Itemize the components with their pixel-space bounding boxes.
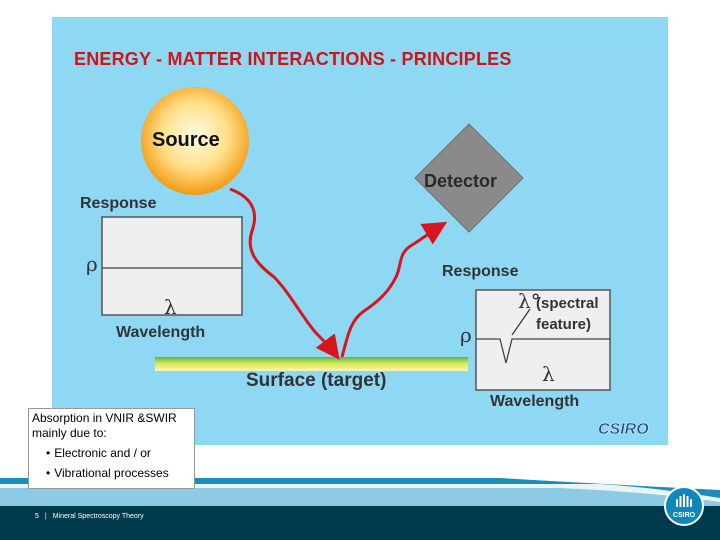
energy-matter-figure: ENERGY - MATTER INTERACTIONS - PRINCIPLE… [52, 17, 668, 445]
reflected-ray [340, 221, 448, 358]
left-rho-symbol: ρ [86, 252, 98, 276]
target-surface [155, 357, 468, 371]
incident-ray [229, 187, 340, 360]
bullet-marker: • [46, 466, 51, 480]
footer-title: Mineral Spectroscopy Theory [52, 513, 144, 520]
right-lambda-symbol: λ [542, 362, 555, 386]
detector-label: Detector [424, 171, 498, 191]
bullet-item: •Electronic and / or [46, 446, 191, 461]
diagram-graphics [101, 87, 611, 391]
absorption-textbox: Absorption in VNIR &SWIR mainly due to: … [28, 408, 195, 489]
right-response-label: Response [442, 263, 519, 280]
right-response-curve [476, 338, 610, 364]
csiro-wordmark: CSIRO [598, 421, 649, 438]
spectral-feature-pointer [511, 308, 531, 336]
left-lambda-symbol: λ [164, 295, 177, 319]
csiro-logo-text: CSIRO [672, 512, 696, 519]
left-response-plot [101, 216, 243, 316]
spectral-feature-label: (spectral feature) [536, 295, 599, 333]
left-response-label: Response [80, 195, 157, 212]
bullet-text: Electronic and / or [54, 446, 151, 460]
right-wavelength-label: Wavelength [490, 393, 580, 410]
csiro-logo: CSIRO [664, 486, 704, 526]
bullet-text: Vibrational processes [54, 466, 169, 480]
source-label: Source [152, 129, 220, 151]
source-sun [141, 87, 249, 195]
bullet-marker: • [46, 446, 51, 460]
footer-separator: | [44, 513, 47, 520]
surface-label: Surface (target) [246, 370, 387, 391]
page-number: 5 [35, 513, 39, 520]
bullet-item: •Vibrational processes [46, 466, 191, 481]
footer-text: 5 | Mineral Spectroscopy Theory [35, 513, 144, 520]
right-rho-symbol: ρ [460, 323, 472, 347]
right-response-plot [475, 289, 611, 391]
detector-diamond [414, 123, 524, 233]
left-wavelength-label: Wavelength [116, 324, 206, 341]
lambda-zero-symbol: λ° [518, 289, 541, 313]
diagram-title: ENERGY - MATTER INTERACTIONS - PRINCIPLE… [74, 49, 512, 69]
absorption-heading: Absorption in VNIR &SWIR mainly due to: [32, 411, 177, 440]
csiro-logo-icon [676, 494, 692, 507]
footer-band [0, 478, 720, 540]
